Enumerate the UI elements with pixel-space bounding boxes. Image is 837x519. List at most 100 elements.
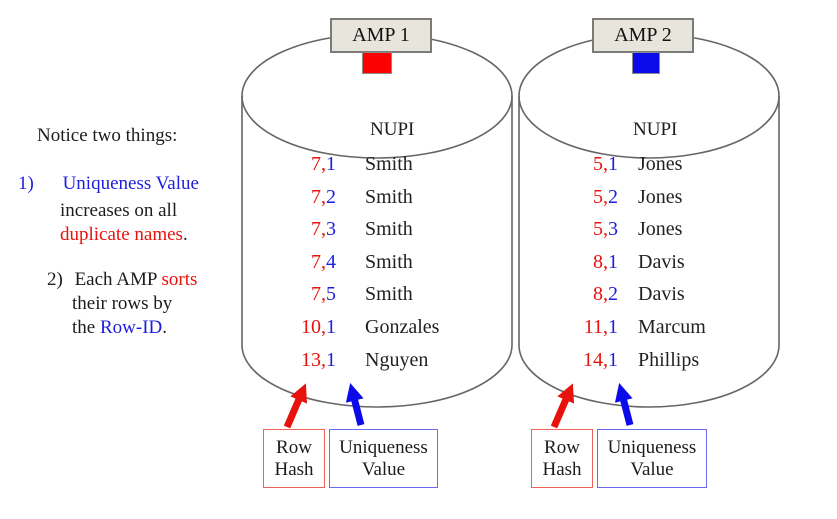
- amp1-color-chip: [362, 52, 392, 74]
- uniqueness-value: 1: [608, 349, 618, 371]
- note-item1-line1: 1) Uniqueness Value: [18, 172, 199, 195]
- row-hash-arrow-amp1: [283, 383, 308, 429]
- row-id-separator: ,: [321, 186, 326, 208]
- row-hash-value: 7: [311, 186, 321, 208]
- table-row: 5,1 Jones: [530, 152, 682, 176]
- row-name: Davis: [638, 251, 685, 273]
- table-row: 7,3 Smith: [250, 217, 413, 241]
- uniqueness-value: 2: [608, 283, 618, 305]
- note-item2-line1: 2) Each AMP sorts: [47, 268, 197, 291]
- row-hash-value: 7: [311, 283, 321, 305]
- uniqueness-value: 2: [608, 186, 618, 208]
- row-name: Smith: [365, 153, 413, 175]
- uniqueness-value: 1: [326, 349, 336, 371]
- row-hash-value: 7: [311, 153, 321, 175]
- row-id-separator: ,: [321, 349, 326, 371]
- legend-line: Value: [361, 458, 406, 480]
- uniqueness-value: 1: [608, 251, 618, 273]
- uniqueness-value-legend-amp2: Uniqueness Value: [597, 429, 707, 488]
- uniqueness-value: 3: [326, 218, 336, 240]
- row-id-separator: ,: [603, 186, 608, 208]
- row-hash-value: 5: [593, 218, 603, 240]
- table-row: 10,1 Gonzales: [250, 315, 439, 339]
- amp2-index-label: NUPI: [633, 119, 678, 140]
- legend-line: Hash: [542, 458, 582, 480]
- note-item2-number: 2): [47, 269, 63, 290]
- uniqueness-arrow-amp2: [614, 382, 634, 426]
- row-name: Smith: [365, 218, 413, 240]
- note-item1-line3: duplicate names.: [60, 223, 188, 246]
- note-item2-period: .: [162, 317, 167, 338]
- amp2-title-box: AMP 2: [592, 18, 694, 53]
- table-row: 8,1 Davis: [530, 250, 685, 274]
- uniqueness-value: 1: [608, 316, 618, 338]
- row-name: Phillips: [638, 349, 700, 371]
- row-hash-value: 5: [593, 153, 603, 175]
- row-hash-value: 7: [311, 251, 321, 273]
- row-name: Gonzales: [365, 316, 440, 338]
- legend-line: Uniqueness: [339, 436, 428, 458]
- row-id-separator: ,: [321, 316, 326, 338]
- row-hash-value: 8: [593, 251, 603, 273]
- row-hash-legend-amp1: Row Hash: [263, 429, 325, 488]
- row-id-separator: ,: [603, 218, 608, 240]
- table-row: 7,1 Smith: [250, 152, 413, 176]
- note-each-amp: Each AMP: [74, 269, 162, 290]
- uniqueness-value: 3: [608, 218, 618, 240]
- amp1-title: AMP 1: [352, 24, 410, 46]
- table-row: 14,1 Phillips: [530, 348, 699, 372]
- legend-line: Value: [630, 458, 674, 480]
- table-row: 5,2 Jones: [530, 185, 682, 209]
- row-name: Smith: [365, 283, 413, 305]
- note-sorts: sorts: [161, 269, 198, 290]
- note-the: the: [72, 317, 100, 338]
- note-item1-period: .: [182, 224, 188, 245]
- row-name: Davis: [638, 283, 685, 305]
- uniqueness-value: 1: [326, 316, 336, 338]
- uniqueness-value: 1: [326, 153, 336, 175]
- table-row: 8,2 Davis: [530, 282, 685, 306]
- note-item1-uniqueness-value: Uniqueness Value: [62, 173, 199, 194]
- row-hash-value: 11: [583, 316, 603, 338]
- table-row: 13,1 Nguyen: [250, 348, 428, 372]
- note-item2-line3: the Row-ID.: [72, 316, 167, 339]
- row-hash-value: 14: [583, 349, 603, 371]
- row-id-separator: ,: [603, 349, 608, 371]
- row-name: Marcum: [638, 316, 706, 338]
- row-hash-value: 5: [593, 186, 603, 208]
- amp2-title: AMP 2: [614, 24, 672, 46]
- uniqueness-value: 2: [326, 186, 336, 208]
- legend-line: Uniqueness: [607, 436, 697, 458]
- row-name: Jones: [638, 186, 683, 208]
- row-id-separator: ,: [603, 153, 608, 175]
- note-duplicate-names: duplicate names: [60, 224, 183, 245]
- legend-line: Hash: [274, 458, 314, 480]
- table-row: 7,5 Smith: [250, 282, 413, 306]
- row-id-separator: ,: [321, 218, 326, 240]
- notes-title: Notice two things:: [37, 125, 178, 146]
- note-item1-line2: increases on all: [60, 200, 178, 221]
- row-hash-value: 10: [301, 316, 321, 338]
- row-name: Nguyen: [365, 349, 429, 371]
- row-id-separator: ,: [603, 251, 608, 273]
- row-id-separator: ,: [603, 283, 608, 305]
- table-row: 7,2 Smith: [250, 185, 413, 209]
- row-name: Smith: [365, 186, 413, 208]
- legend-line: Row: [276, 436, 312, 458]
- row-hash-legend-amp2: Row Hash: [531, 429, 593, 488]
- row-id-separator: ,: [321, 251, 326, 273]
- row-id-separator: ,: [321, 283, 326, 305]
- row-hash-value: 13: [301, 349, 321, 371]
- amp2-color-chip: [632, 52, 660, 74]
- uniqueness-value: 4: [326, 251, 336, 273]
- row-id-separator: ,: [603, 316, 608, 338]
- row-hash-arrow-amp2: [550, 383, 575, 429]
- uniqueness-arrow-amp1: [345, 382, 365, 426]
- note-row-id: Row-ID: [99, 317, 163, 338]
- note-item1-number: 1): [18, 173, 34, 194]
- row-hash-value: 8: [593, 283, 603, 305]
- amp1-index-label: NUPI: [370, 119, 415, 140]
- uniqueness-value: 5: [326, 283, 336, 305]
- row-name: Smith: [365, 251, 413, 273]
